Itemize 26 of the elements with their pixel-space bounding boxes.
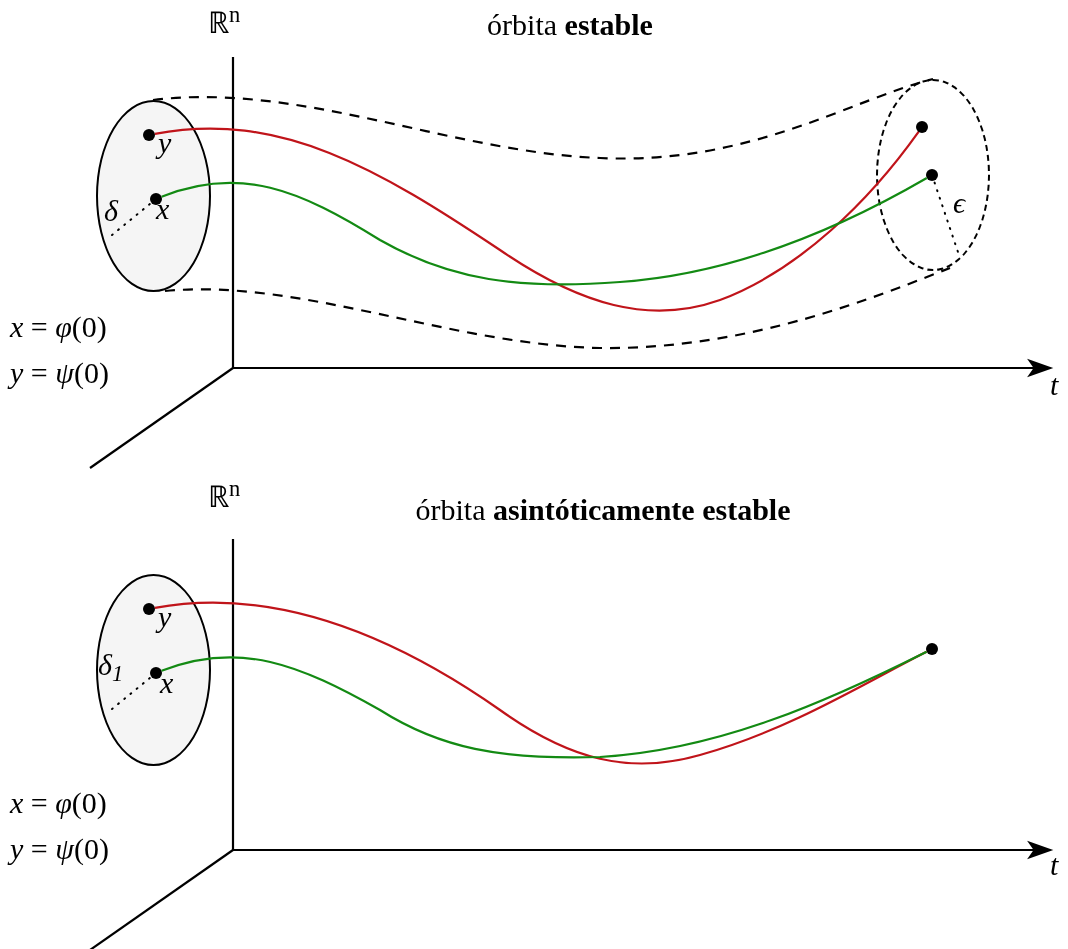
radius-label: δ (104, 196, 118, 226)
trajectory-curve (154, 127, 920, 312)
axis-label: ℝ$^{n}$ (208, 8, 241, 38)
point-dot (150, 667, 162, 679)
point-dot (143, 129, 155, 141)
panel-title: órbita estable (487, 10, 653, 40)
tube-cross-section (876, 79, 990, 271)
trajectory-curve (161, 177, 928, 286)
axis-label: t (1050, 370, 1059, 400)
axis-label: ℝ$^{n}$ (208, 482, 241, 512)
tube-boundary (152, 77, 934, 160)
initial-condition: x = φ(0) (10, 312, 107, 342)
point-label: x (156, 194, 170, 224)
radius-label: ϵ (953, 188, 966, 218)
point-label: x (160, 668, 174, 698)
tube-boundary (164, 266, 951, 350)
axis-label: t (1050, 850, 1059, 880)
point-dot (926, 169, 938, 181)
point-dot (143, 603, 155, 615)
trajectory-curve (161, 650, 928, 759)
point-dot (926, 643, 938, 655)
initial-condition: x = φ(0) (10, 788, 107, 818)
point-dot (916, 121, 928, 133)
panel-title: órbita asintóticamente estable (415, 495, 791, 525)
radius-label: δ$_{1}$ (98, 650, 124, 680)
point-dot (150, 193, 162, 205)
